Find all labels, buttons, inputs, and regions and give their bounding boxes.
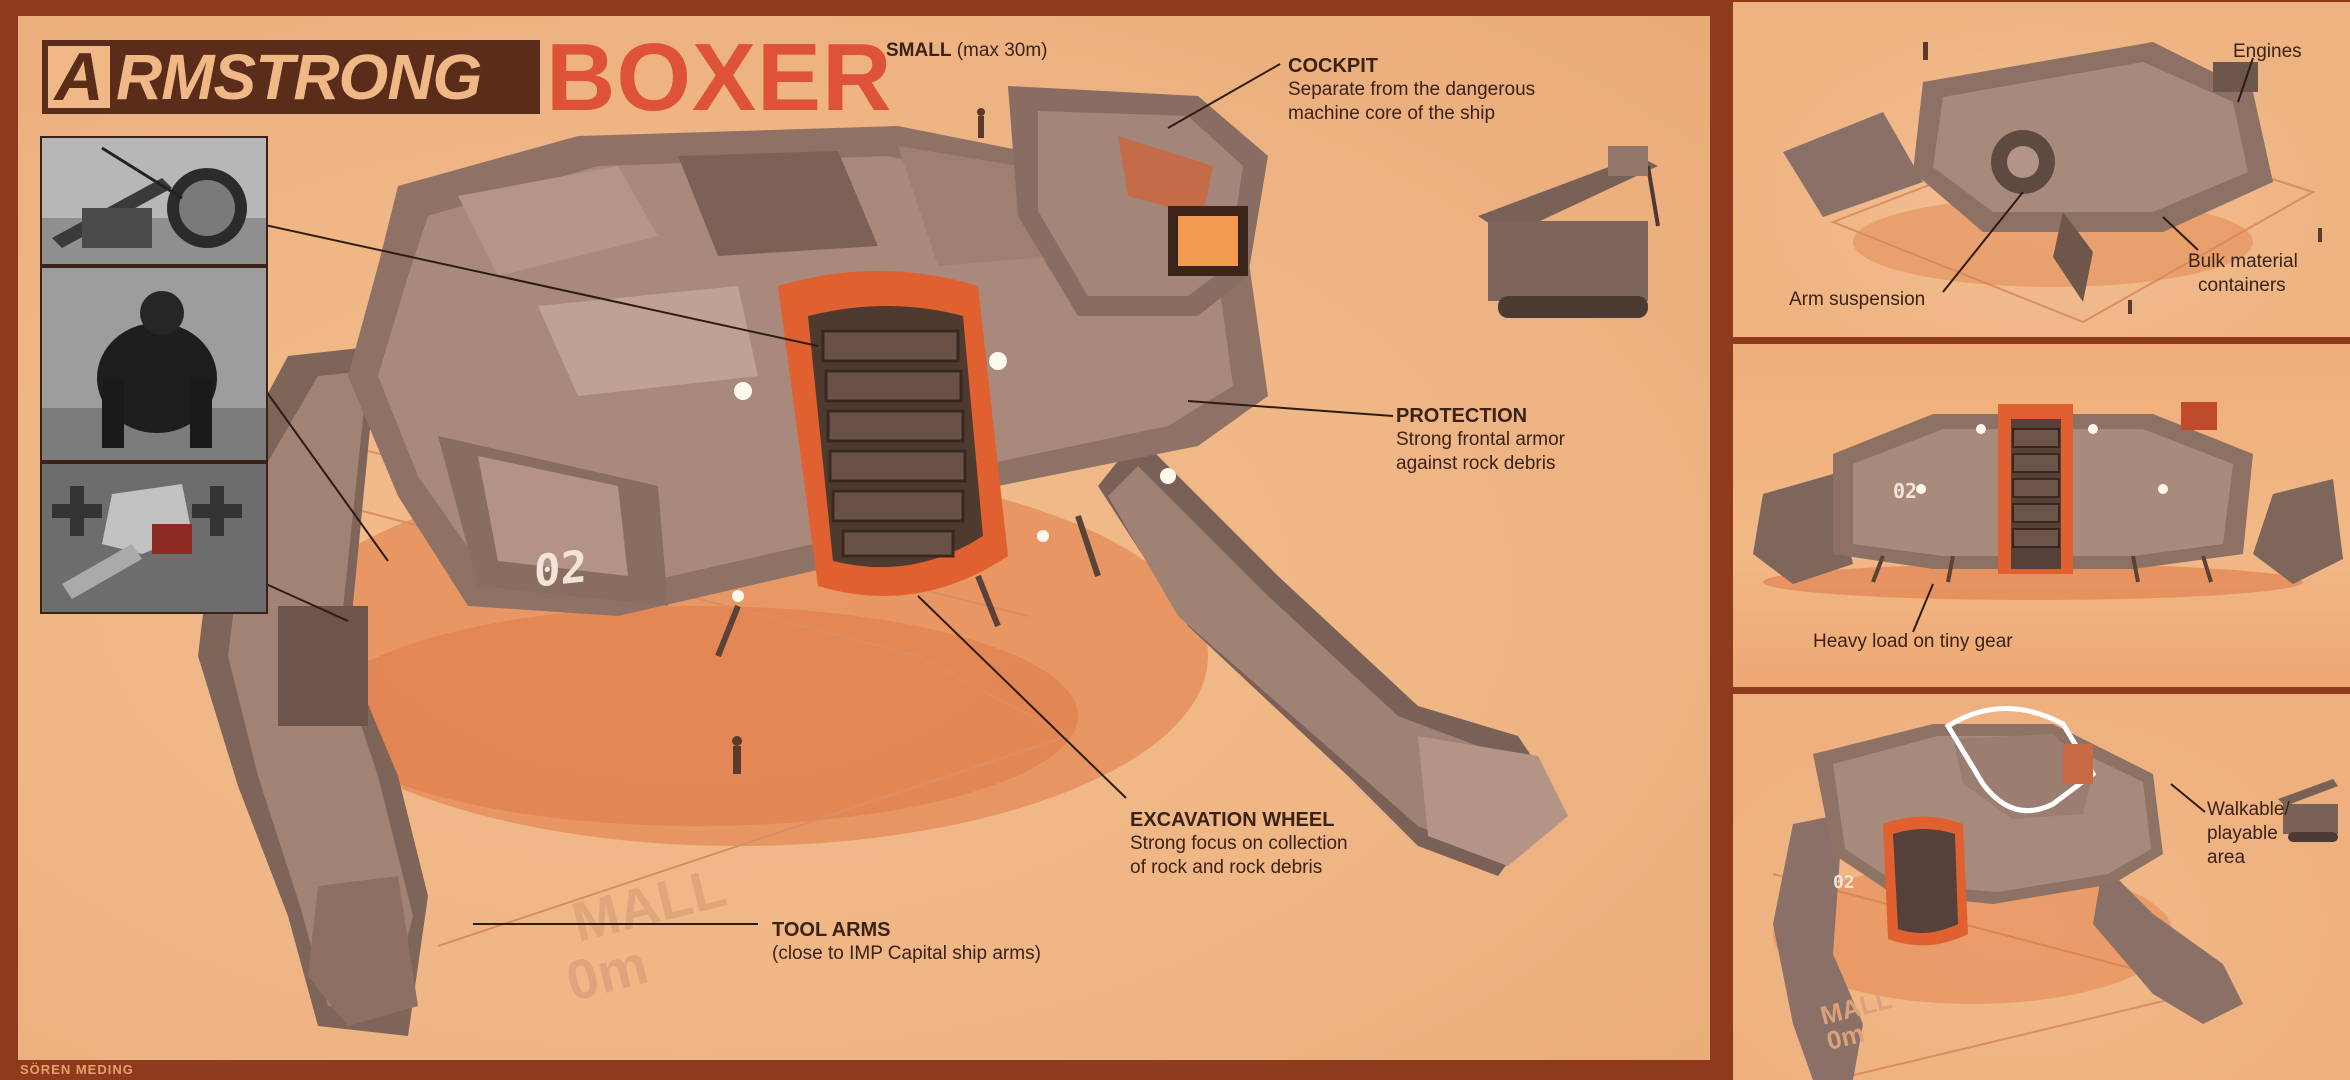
ship-perspective-render bbox=[1772, 706, 2338, 1080]
bucket-wheel-excavator-reference bbox=[40, 136, 268, 266]
gorilla-reference bbox=[40, 266, 268, 462]
walkable-area-label: Walkable/ playable area bbox=[2207, 799, 2290, 868]
gorilla-photo bbox=[42, 268, 266, 460]
engines-label: Engines bbox=[2233, 41, 2302, 62]
perspective-view-marking: 02 bbox=[1833, 872, 1855, 893]
cockpit-callout: COCKPIT Separate from the dangerous mach… bbox=[1288, 55, 1536, 124]
excavation-wheel-callout: EXCAVATION WHEEL Strong focus on collect… bbox=[1130, 809, 1348, 878]
main-panel: MALL 0m bbox=[18, 16, 1710, 1060]
imp-capital-ship-arm-reference bbox=[40, 462, 268, 614]
heavy-load-label: Heavy load on tiny gear bbox=[1813, 631, 2013, 652]
excavator-photo bbox=[42, 138, 266, 264]
ship-front-view-render bbox=[1753, 402, 2343, 600]
armstrong-logo: A RMSTRONG bbox=[42, 40, 540, 114]
front-view-panel: 02 Heavy load on tiny gear bbox=[1733, 344, 2350, 687]
page-title: BOXER bbox=[546, 24, 893, 131]
arm-suspension-label: Arm suspension bbox=[1789, 289, 1926, 310]
callout-leader-lines bbox=[177, 63, 1394, 925]
bulk-containers-label: Bulk material containers bbox=[2188, 251, 2298, 296]
top-view-leader-lines bbox=[1942, 57, 2254, 293]
protection-callout: PROTECTION Strong frontal armor against … bbox=[1396, 405, 1565, 474]
front-view-leader-lines bbox=[1912, 583, 1934, 633]
robot-arm-render bbox=[42, 464, 266, 612]
boxer-ship-illustration bbox=[198, 86, 1660, 1036]
logo-text: RMSTRONG bbox=[116, 41, 482, 113]
artist-credit: SÖREN MEDING bbox=[20, 1062, 134, 1077]
perspective-view-panel: 02 MALL 0m Walkable/ playable area bbox=[1733, 694, 2350, 1080]
tool-arms-callout: TOOL ARMS (close to IMP Capital ship arm… bbox=[772, 919, 1041, 964]
logo-letter: A bbox=[48, 43, 110, 111]
perspective-leader-lines bbox=[2170, 783, 2206, 813]
size-class-label: SMALL (max 30m) bbox=[886, 40, 1048, 61]
front-view-marking: 02 bbox=[1893, 479, 1918, 503]
top-view-panel: Engines Arm suspension Bulk material con… bbox=[1733, 2, 2350, 337]
ship-top-view-render bbox=[1783, 42, 2322, 324]
